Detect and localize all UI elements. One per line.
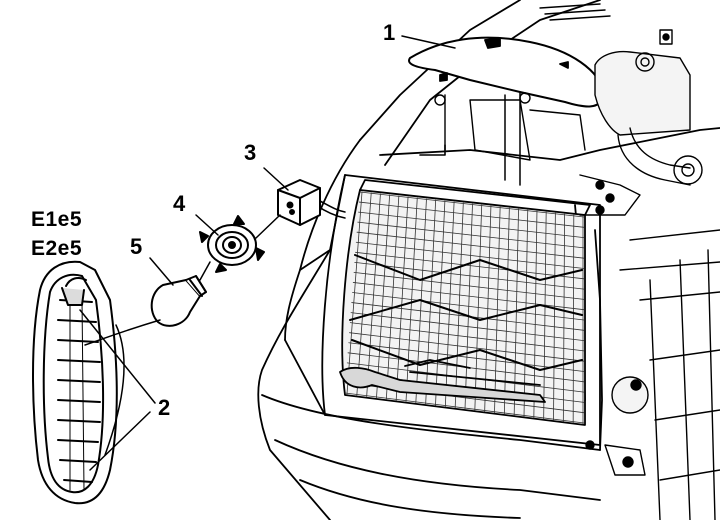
lens-hatch-line bbox=[344, 392, 585, 424]
side-lamp bbox=[32, 260, 118, 505]
lens-hatch-line bbox=[405, 197, 418, 402]
lens-chevrons bbox=[349, 254, 583, 371]
lens-hatch-line bbox=[376, 194, 391, 399]
approval-mark-e1e5: E1e5 bbox=[31, 208, 83, 231]
access-cover bbox=[408, 36, 606, 108]
lens-hatch-line bbox=[359, 191, 585, 218]
lens-hatch-line bbox=[350, 312, 585, 342]
lens-hatch-line bbox=[513, 208, 519, 416]
connector-plug bbox=[277, 179, 321, 226]
lens-hatch-line bbox=[352, 292, 585, 321]
approval-mark-e2e5: E2e5 bbox=[31, 237, 83, 260]
lens-hatch-line bbox=[503, 207, 510, 415]
lens-hatch-line bbox=[395, 196, 409, 401]
lens-hatch-line bbox=[355, 241, 585, 269]
callout-3: 3 bbox=[244, 140, 257, 165]
lens-hatch-line bbox=[355, 251, 585, 280]
lens-hatch-line bbox=[435, 200, 446, 406]
lens-hatch-line bbox=[464, 203, 473, 410]
lens-hatch-line bbox=[572, 214, 575, 424]
lens-hatch-line bbox=[543, 211, 547, 420]
lens-hatch-line bbox=[357, 221, 585, 249]
bulb-holder bbox=[199, 215, 265, 273]
lens-hatch-line bbox=[562, 213, 565, 422]
lens-hatch-line bbox=[358, 201, 585, 228]
lens-hatch-line bbox=[356, 231, 585, 259]
callout-2: 2 bbox=[158, 395, 171, 420]
lens-hatch-line bbox=[385, 195, 400, 400]
lens-hatch-line bbox=[454, 202, 464, 409]
lens-hatch-line bbox=[356, 192, 372, 396]
lens-hatch bbox=[344, 191, 585, 425]
lens-hatch-line bbox=[444, 201, 455, 407]
leader-lines bbox=[79, 35, 521, 471]
lens-hatch-line bbox=[484, 205, 492, 412]
headlamp-lens bbox=[341, 179, 591, 426]
lens-hatch-line bbox=[553, 212, 556, 421]
lens-hatch-line bbox=[533, 210, 538, 419]
lens-hatch-line bbox=[354, 261, 585, 290]
lens-hatch-line bbox=[352, 282, 585, 311]
lens-hatch-line bbox=[349, 322, 585, 352]
callout-5: 5 bbox=[130, 234, 143, 259]
callout-4: 4 bbox=[173, 191, 186, 216]
bulb bbox=[150, 275, 207, 327]
lens-hatch-line bbox=[348, 342, 585, 372]
lens-hatch-line bbox=[474, 204, 483, 411]
headlamp-wiper bbox=[339, 359, 546, 403]
lens-hatch-line bbox=[523, 209, 529, 417]
lens-hatch-line bbox=[346, 191, 363, 395]
lens-hatch-line bbox=[349, 332, 585, 362]
lens-hatch-line bbox=[494, 206, 501, 414]
callout-1: 1 bbox=[383, 20, 396, 45]
lens-hatch-line bbox=[358, 211, 585, 239]
lens-hatch-line bbox=[353, 271, 585, 300]
lens-hatch-line bbox=[425, 199, 437, 405]
lens-hatch-line bbox=[366, 193, 381, 397]
engine-bay bbox=[434, 3, 720, 520]
